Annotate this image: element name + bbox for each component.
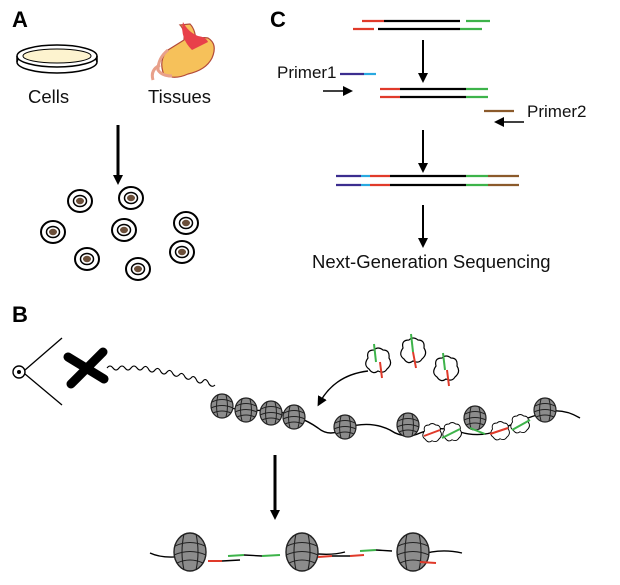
nucleosome-icon xyxy=(210,393,234,419)
panel-c-label: C xyxy=(270,7,286,32)
chromosome-locus-icon xyxy=(12,337,63,406)
primer1-label: Primer1 xyxy=(277,63,337,82)
nucleosome-icon xyxy=(259,400,283,426)
cell-icon xyxy=(111,218,137,242)
isolated-nuclei-group xyxy=(40,186,199,281)
cell-icon xyxy=(169,240,195,264)
panel-a-label: A xyxy=(12,7,28,32)
cells-label: Cells xyxy=(28,86,69,107)
transposase-icon xyxy=(400,333,427,369)
panel-b-label: B xyxy=(12,302,28,327)
transposase-icon xyxy=(365,343,392,379)
stomach-icon xyxy=(150,22,215,81)
cell-icon xyxy=(67,189,93,213)
nucleosome-icon xyxy=(396,412,420,438)
cell-icon xyxy=(118,186,144,210)
nucleosome-icon xyxy=(333,414,357,440)
filled-fragment xyxy=(380,87,488,99)
tagmented-fragments xyxy=(208,549,437,564)
ngs-label: Next-Generation Sequencing xyxy=(312,251,551,272)
nucleosome-icon xyxy=(173,532,207,572)
transposase-entry-arrow xyxy=(317,370,369,407)
bound-transposase xyxy=(422,414,531,443)
coiled-chromatin xyxy=(106,365,216,387)
nucleosome-icon xyxy=(396,532,430,572)
primer2-label: Primer2 xyxy=(527,102,587,121)
nucleosome-icon xyxy=(234,397,258,423)
nucleosome-icon xyxy=(533,397,557,423)
cell-icon xyxy=(125,257,151,281)
chromosome-icon xyxy=(63,347,109,389)
amplified-library-fragment xyxy=(336,174,519,187)
nucleosome-icon xyxy=(463,405,487,431)
nucleosome-icon xyxy=(285,532,319,572)
cell-icon xyxy=(40,220,66,244)
cell-icon xyxy=(173,211,199,235)
tissues-label: Tissues xyxy=(148,86,211,107)
petri-dish-icon xyxy=(16,44,98,74)
transposase-icon xyxy=(433,352,460,387)
nucleosome-icon xyxy=(282,404,306,430)
cell-icon xyxy=(74,247,100,271)
tagmented-fragment xyxy=(353,19,490,31)
